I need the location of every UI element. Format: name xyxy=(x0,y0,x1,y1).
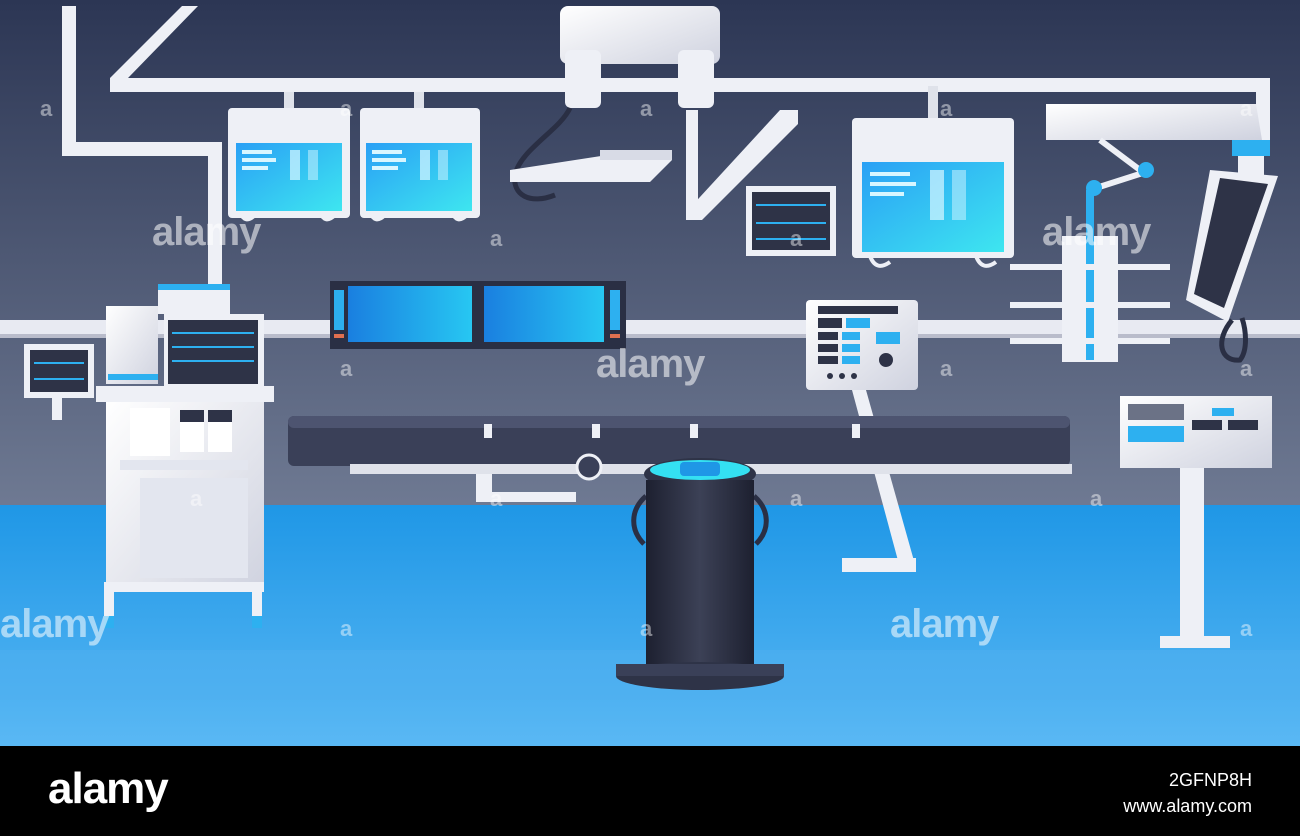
ceiling-monitor xyxy=(852,86,1014,268)
ventilator-console xyxy=(1120,396,1272,648)
site-url: www.alamy.com xyxy=(1123,796,1252,816)
ceiling-pipe-rail xyxy=(62,6,1270,292)
operating-room-illustration xyxy=(0,0,1300,746)
image-id: 2GFNP8H xyxy=(1168,770,1252,790)
ceiling-monitor xyxy=(228,92,350,222)
ventilator-stand xyxy=(1010,190,1170,362)
anesthesia-machine xyxy=(24,284,274,628)
ceiling-arm-right xyxy=(1046,104,1278,363)
footer-logo: alamy xyxy=(48,764,169,813)
wall-rail xyxy=(0,320,1300,336)
operating-room-scene: alamy alamy alamy alamy alamy a a a a a … xyxy=(0,0,1300,746)
ceiling-monitor-small xyxy=(746,186,836,256)
wall-display xyxy=(330,281,626,349)
ceiling-monitor xyxy=(360,92,480,222)
operating-table xyxy=(288,416,1072,690)
footer-bar: alamy 2GFNP8H www.alamy.com xyxy=(0,746,1300,836)
surgical-lamp-arm xyxy=(510,6,798,220)
